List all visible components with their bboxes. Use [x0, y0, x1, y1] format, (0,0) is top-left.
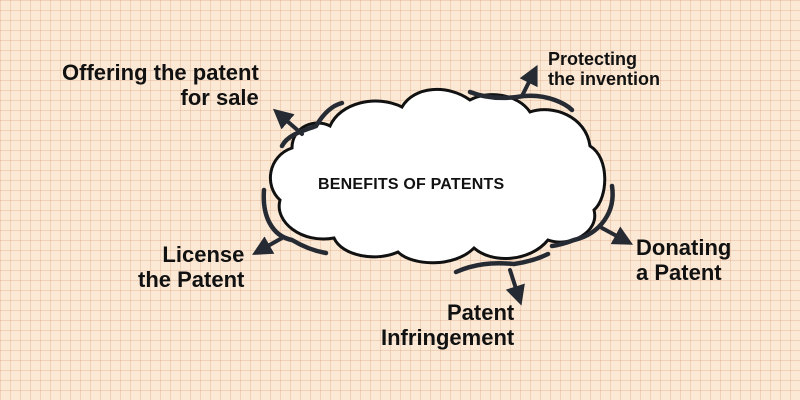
arrow-donate: [600, 226, 634, 245]
branch-protect-line1: Protecting: [548, 49, 638, 69]
branch-protecting-invention: Protecting the invention: [548, 49, 660, 89]
branch-offer-line2: for sale: [180, 84, 259, 110]
branch-infringe-line1: Patent: [446, 300, 515, 325]
branch-license-patent: License the Patent: [138, 242, 245, 292]
branch-license-line1: License: [162, 242, 245, 267]
branch-donate-line2: a Patent: [636, 259, 722, 285]
branch-donate-line1: Donating: [636, 235, 732, 260]
cloud-shape: [269, 88, 607, 265]
branch-protect-line2: the invention: [548, 69, 660, 90]
arrow-infringe: [505, 268, 525, 306]
branch-offer-line1: Offering the patent: [62, 60, 259, 85]
branch-offering-patent-for-sale: Offering the patent for sale: [62, 60, 259, 110]
arc-offer: [279, 100, 345, 149]
center-title: BENEFITS OF PATENTS: [318, 176, 505, 193]
arrow-license: [252, 236, 284, 255]
branch-infringe-line2: Infringement: [381, 324, 515, 350]
arrow-protect: [519, 64, 538, 98]
branch-patent-infringement: Patent Infringement: [381, 300, 515, 350]
arc-license: [261, 187, 329, 256]
arrow-offer: [272, 108, 304, 136]
arc-infringe: [453, 251, 551, 275]
arc-donate: [549, 183, 615, 249]
branch-license-line2: the Patent: [138, 266, 245, 292]
branch-donating-patent: Donating a Patent: [636, 235, 732, 285]
